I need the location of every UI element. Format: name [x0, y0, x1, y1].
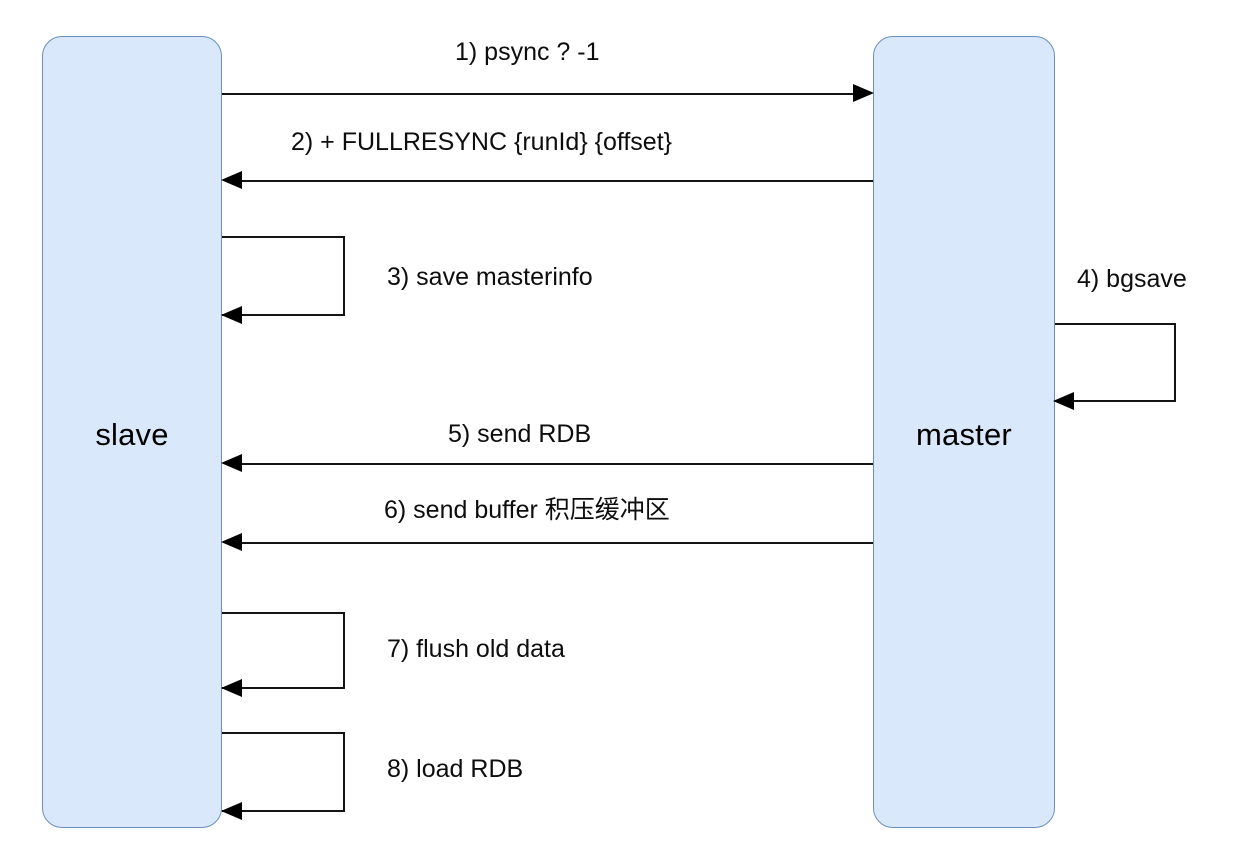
message-arrowhead-3 — [221, 306, 242, 324]
message-loop-8 — [222, 732, 345, 812]
message-label-5: 5) send RDB — [448, 420, 592, 448]
message-label-8: 8) load RDB — [387, 755, 524, 783]
message-arrowhead-7 — [221, 679, 242, 697]
message-label-6: 6) send buffer 积压缓冲区 — [384, 496, 670, 524]
message-line-2 — [242, 180, 873, 182]
message-line-1 — [222, 93, 856, 95]
message-arrowhead-6 — [221, 533, 242, 551]
message-loop-7 — [222, 612, 345, 689]
message-loop-3 — [222, 236, 345, 316]
message-arrowhead-4 — [1053, 392, 1074, 410]
message-arrowhead-1 — [853, 84, 874, 102]
message-loop-4 — [1055, 323, 1176, 402]
message-label-3: 3) save masterinfo — [387, 263, 593, 291]
message-line-6 — [242, 542, 873, 544]
lifeline-slave-label: slave — [95, 417, 169, 452]
lifeline-master[interactable] — [873, 36, 1055, 828]
message-label-7: 7) flush old data — [387, 635, 565, 663]
message-label-1: 1) psync ? -1 — [455, 38, 600, 66]
lifeline-master-label: master — [916, 417, 1012, 452]
message-label-2: 2) + FULLRESYNC {runId} {offset} — [291, 128, 673, 156]
message-label-4: 4) bgsave — [1077, 265, 1187, 293]
message-arrowhead-5 — [221, 454, 242, 472]
message-line-5 — [242, 463, 873, 465]
lifeline-slave[interactable] — [42, 36, 222, 828]
message-arrowhead-2 — [221, 171, 242, 189]
message-arrowhead-8 — [221, 802, 242, 820]
